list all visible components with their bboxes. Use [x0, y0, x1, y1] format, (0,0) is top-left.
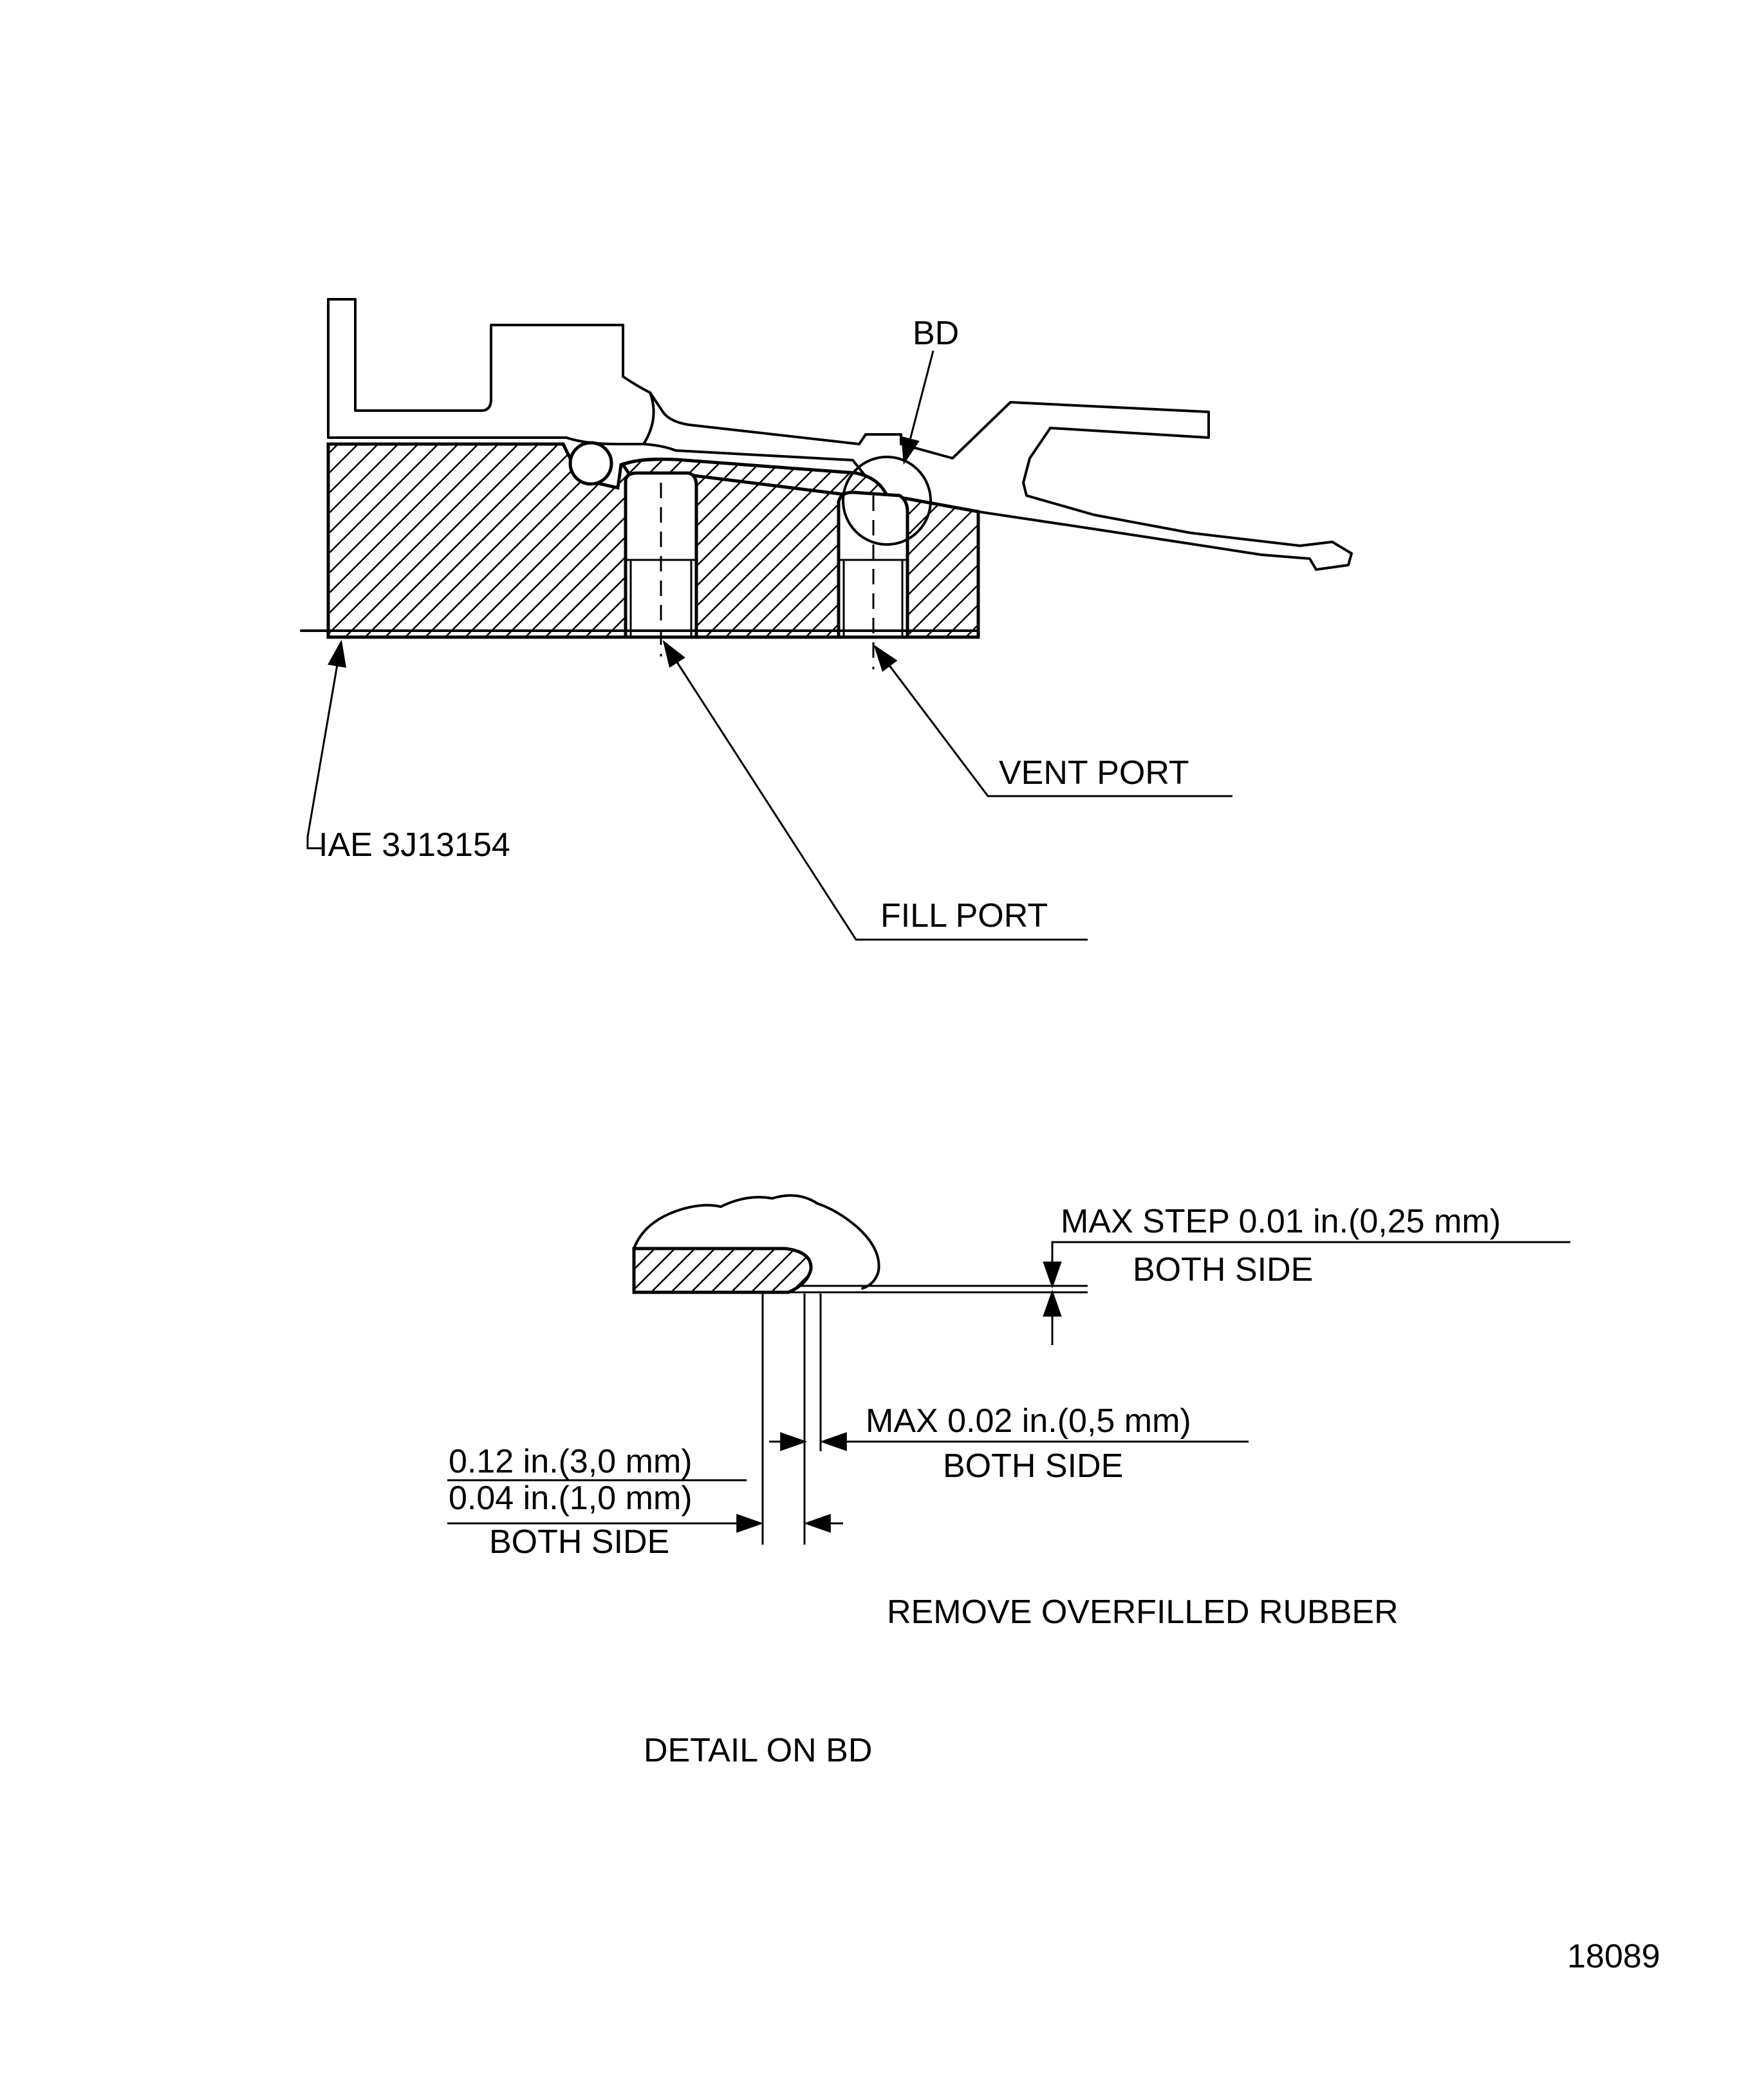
figure-number: 18089 [1567, 1938, 1660, 1975]
dim-lower-label: 0.04 in.(1,0 mm) [449, 1480, 693, 1517]
detail-rubber [632, 1247, 813, 1294]
detail-circle-bd [842, 456, 932, 546]
dim-side-label: BOTH SIDE [489, 1523, 669, 1561]
housing-inner-line [327, 298, 867, 478]
housing-step [642, 391, 655, 445]
vent-port [837, 490, 909, 639]
detail-bd: MAX STEP 0.01 in.(0,25 mm) BOTH SIDE MAX… [447, 1194, 1570, 1769]
section-labels: BD VENT PORT FILL PORT IAE 3J13154 [306, 315, 1232, 941]
detail-title: DETAIL ON BD [644, 1732, 872, 1769]
seal-ball [568, 441, 613, 486]
fill-port [624, 471, 698, 639]
max-gap-label: MAX 0.02 in.(0,5 mm) [866, 1402, 1191, 1440]
part-ref-label: IAE 3J13154 [319, 826, 510, 864]
housing-outline [327, 298, 1353, 571]
detail-outline [633, 1194, 880, 1290]
max-gap-side-label: BOTH SIDE [943, 1447, 1123, 1485]
section-view [300, 298, 1353, 669]
max-step-side-label: BOTH SIDE [1133, 1251, 1313, 1288]
dim-upper-label: 0.12 in.(3,0 mm) [449, 1443, 693, 1480]
vent-port-label: VENT PORT [999, 754, 1189, 792]
fill-port-label: FILL PORT [880, 897, 1048, 934]
remove-note: REMOVE OVERFILLED RUBBER [887, 1594, 1399, 1631]
bd-label: BD [913, 315, 959, 352]
max-step-label: MAX STEP 0.01 in.(0,25 mm) [1061, 1203, 1501, 1240]
